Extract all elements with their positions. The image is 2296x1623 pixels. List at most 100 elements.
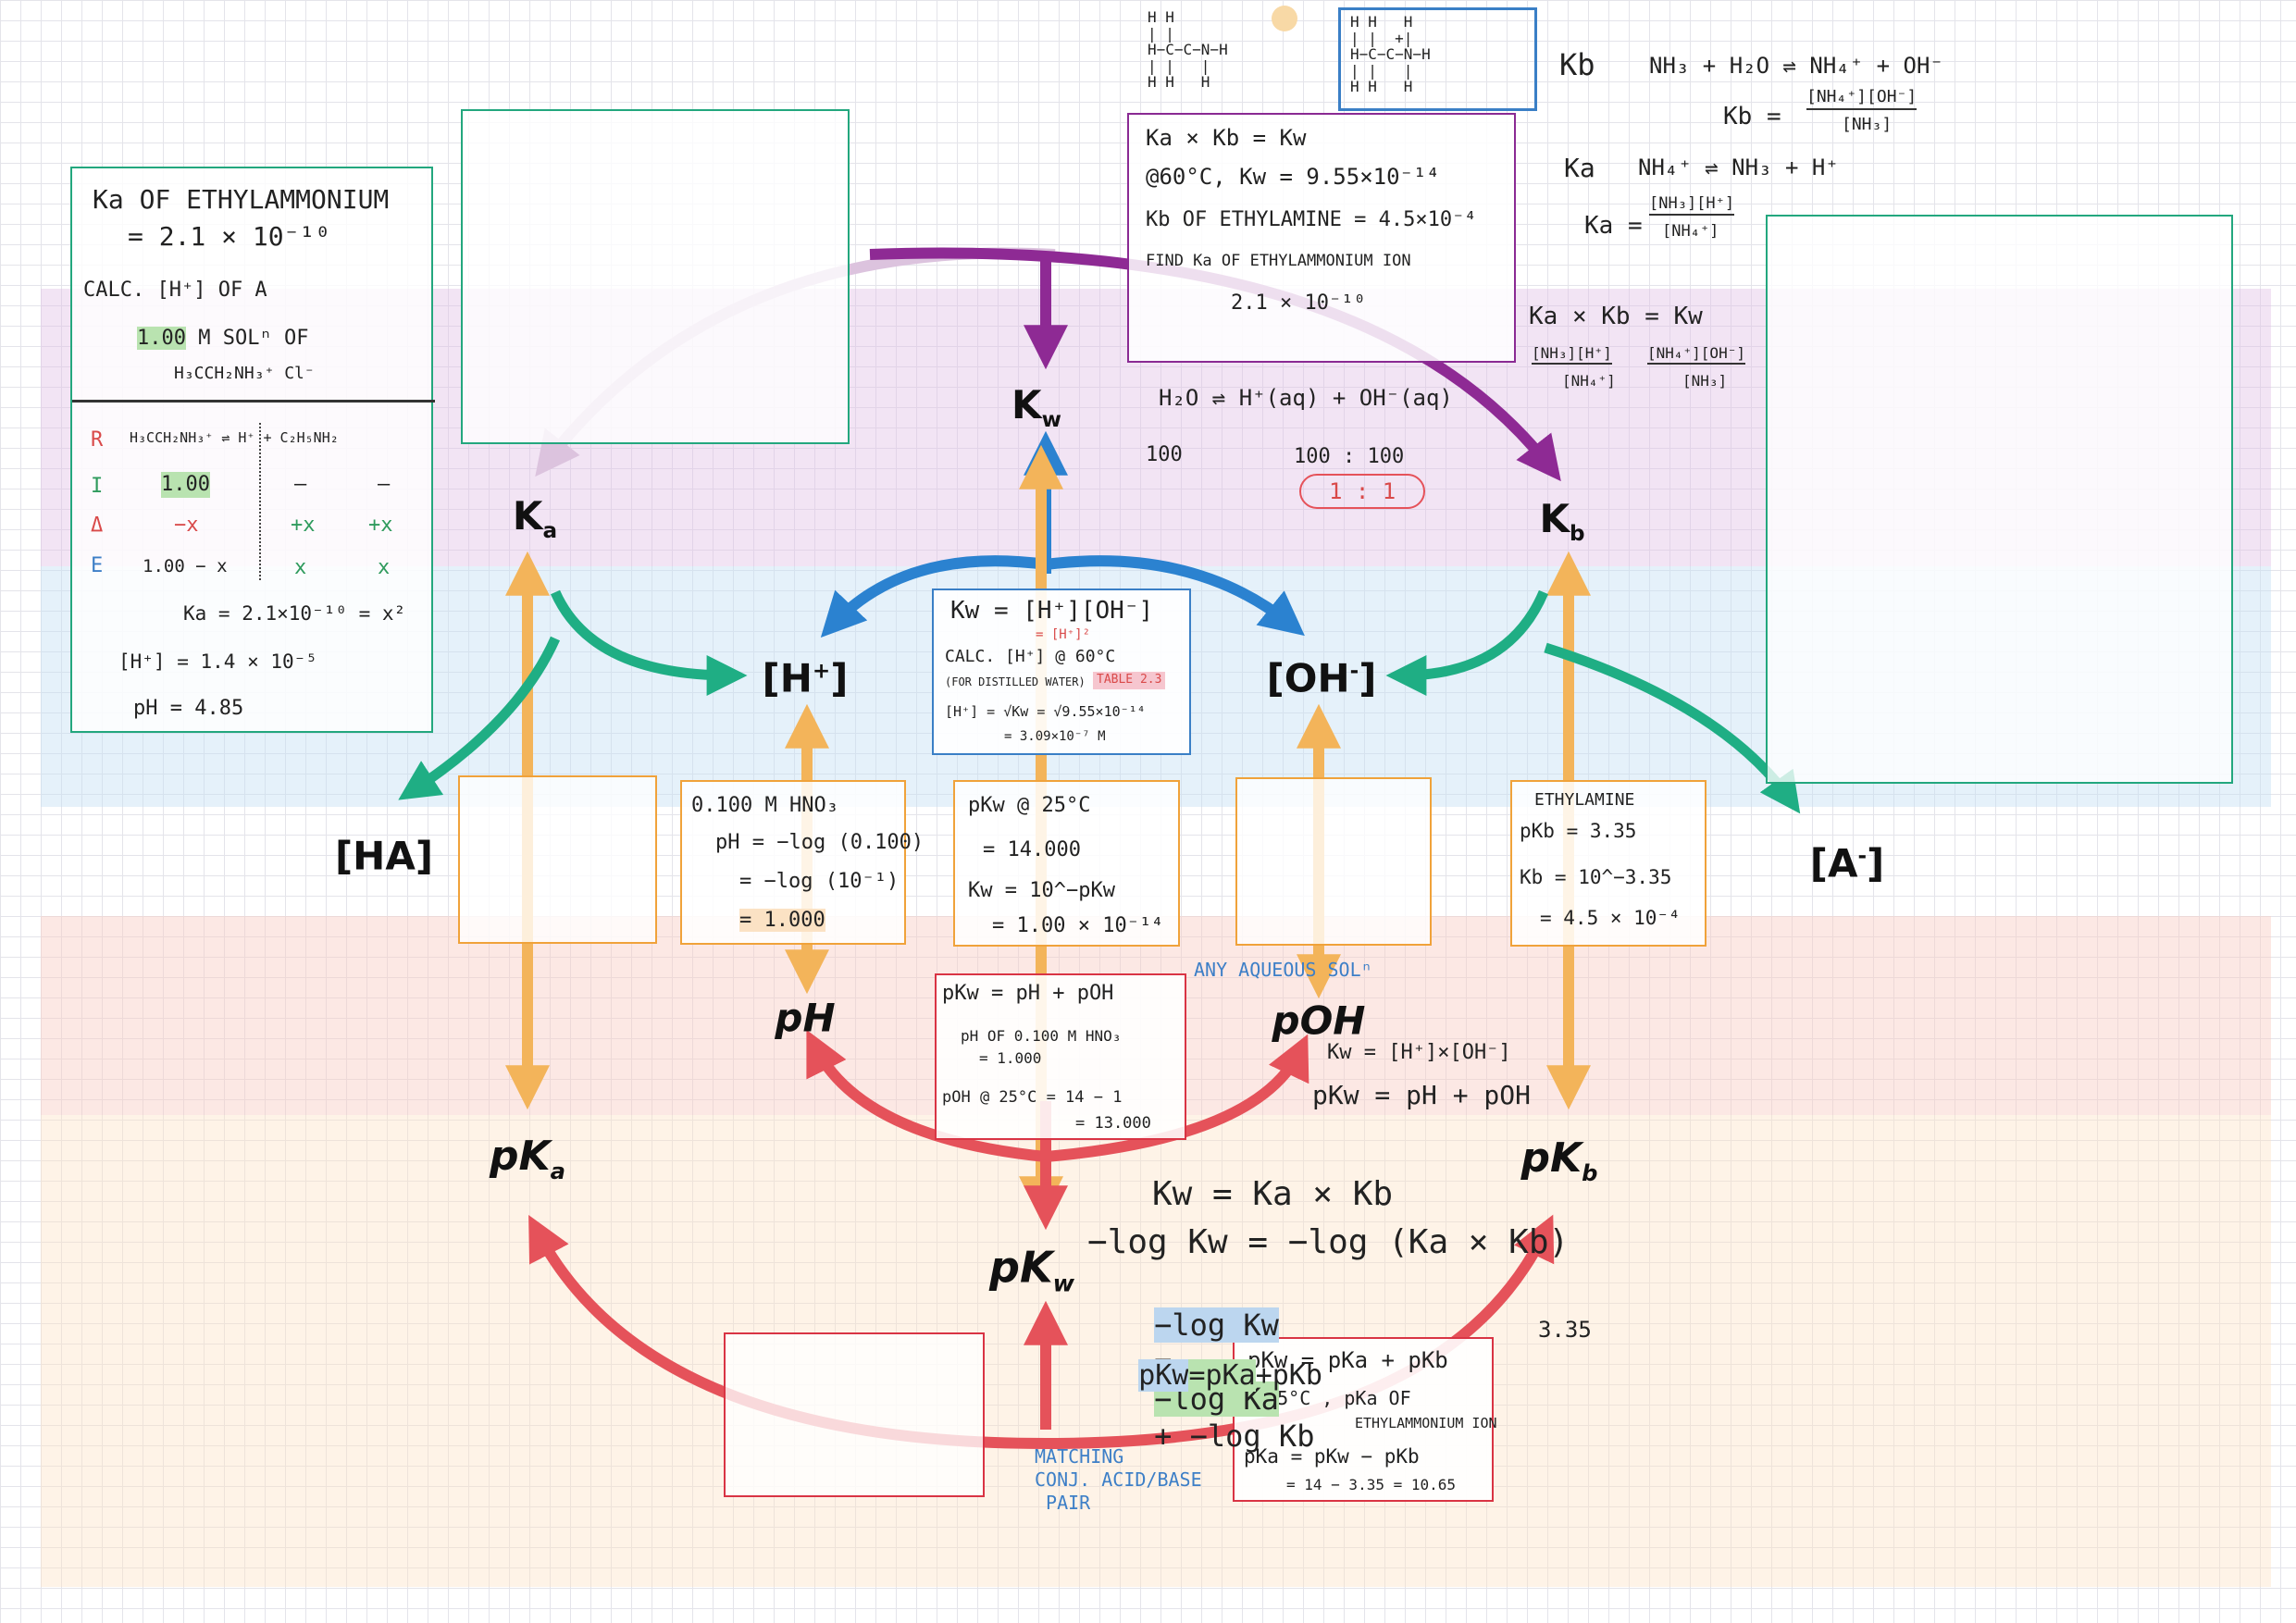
rice-e-v1: 1.00 − x [143,556,228,576]
rice-i-v2: — [294,473,307,496]
ph-poh-line2: pH OF 0.100 M HNO₃ [961,1027,1122,1045]
poh-pkw-line: pKw = pH + pOH [1312,1080,1532,1110]
kw-calc-tag: TABLE 2.3 [1093,672,1166,689]
kakb-prod-a-num: [NH₃][H⁺] [1532,344,1612,365]
pkb-aside-value: 3.35 [1538,1317,1592,1343]
rice-e: E [91,554,104,577]
node-poh: pOH [1272,997,1366,1044]
pkw-line2: = 14.000 [983,838,1081,861]
node-kb: Kb [1539,495,1585,547]
hno3-note: 0.100 M HNO₃ pH = −log (0.100) = −log (1… [680,780,924,945]
rice-d: Δ [91,514,104,537]
rice-col-divider [259,423,261,580]
empty-box-bottom [724,1332,985,1497]
kakb-prod-b-den: [NH₃] [1682,372,1728,390]
rice-divider [72,400,435,403]
kw-calc-line2: CALC. [H⁺] @ 60°C [945,647,1116,666]
ph-result: pH = 4.85 [133,697,244,720]
rice-d-v3: +x [368,514,393,537]
arrow-pkw-to-poh [1045,1034,1309,1162]
ka-eq-label: Ka [1564,153,1595,183]
ph-poh-line3: = 1.000 [979,1049,1042,1067]
rice-e-v3: x [378,556,391,579]
kw-calc-line4: [H⁺] = √Kw = √9.55×10⁻¹⁴ [945,703,1146,720]
water-ratio: 1 : 1 [1299,474,1426,509]
poh-kw-line: Kw = [H⁺]×[OH⁻] [1327,1041,1511,1064]
ph-poh-note: pKw = pH + pOH pH OF 0.100 M HNO₃ = 1.00… [935,973,1186,1140]
rice-i-v3: — [378,473,391,496]
kakb-prod-a-den: [NH₄⁺] [1562,372,1616,390]
arrow-kb-to-a [1544,642,1801,814]
ethylammonium-note: Ka OF ETHYLAMMONIUM = 2.1 × 10⁻¹⁰ CALC. … [70,167,435,733]
ka-equation: Ka = 2.1×10⁻¹⁰ = x² [183,602,406,625]
kakb-prod: Ka × Kb = Kw [1529,303,1703,330]
deriv-line2: −log Kw = −log (Ka × Kb) [1087,1223,1570,1261]
ka-expr-den: [NH₄⁺] [1662,222,1719,241]
deriv-neglog-kw: −log Kw [1154,1307,1279,1343]
ph-poh-line4: pOH @ 25°C = 14 − 1 [942,1088,1123,1107]
arrow-ka-to-ha [398,636,561,800]
node-ph: pH [775,995,836,1041]
kb-expr-den: [NH₃] [1842,115,1893,134]
deriv-line4: pKw=pKa+pKb [1138,1358,1322,1392]
rice-r-eq: H₃CCH₂NH₃⁺ ⇌ H⁺ + C₂H₅NH₂ [130,429,339,446]
kakb-prod-b-num: [NH₄⁺][OH⁻] [1647,344,1745,365]
node-kw: Kw [1011,381,1061,433]
arrow-kw-to-h [820,555,1047,638]
ethylammonium-structure: H H H | | +| H−C−C−N−H | | | H H H [1338,7,1537,111]
rice-r: R [91,428,104,452]
ka-expr-lhs: Ka = [1584,212,1643,240]
hno3-line4: = 1.000 [739,909,825,932]
empty-box-right [1766,215,2233,784]
kw-calc-line3: (FOR DISTILLED WATER) [945,675,1086,688]
kw-calc-line1: Kw = [H⁺][OH⁻] [950,597,1154,625]
hno3-line3: = −log (10⁻¹) [739,870,900,893]
pkw-note: pKw @ 25°C = 14.000 Kw = 10^−pKw = 1.00 … [953,780,1180,947]
kakb-line4: FIND Ka OF ETHYLAMMONIUM ION [1146,252,1411,270]
node-ka: Ka [512,492,558,544]
node-pka: pKa [490,1133,565,1184]
kakb-note: Ka × Kb = Kw @60°C, Kw = 9.55×10⁻¹⁴ Kb O… [1127,113,1516,363]
deriv-line1: Kw = Ka × Kb [1152,1175,1394,1213]
kb-eq-label: Kb [1559,47,1595,82]
ethylamine-line3: Kb = 10^−3.35 [1520,866,1672,888]
empty-box-ka-side [458,775,657,944]
any-aqueous-note: ANY AQUEOUS SOLⁿ [1194,959,1372,981]
rice-e-v2: x [294,556,307,579]
pkw-line1: pKw @ 25°C [968,794,1091,817]
pkw-line4: = 1.00 × 10⁻¹⁴ [992,914,1164,937]
arrow-kw-to-oh [1045,555,1305,637]
water-eq: H₂O ⇌ H⁺(aq) + OH⁻(aq) [1159,385,1453,411]
kakb-line3: Kb OF ETHYLAMINE = 4.5×10⁻⁴ [1146,208,1477,231]
kb-expr-num: [NH₄⁺][OH⁻] [1806,87,1917,110]
hno3-line2: pH = −log (0.100) [715,831,925,854]
kb-expr-lhs: Kb = [1723,103,1781,130]
conc-value: 1.00 [137,327,186,350]
empty-box-top-left [461,109,850,444]
rice-i: I [91,475,104,498]
deriv-pka: =pKa [1188,1358,1256,1392]
rice-d-v2: +x [291,514,316,537]
hno3-line1: 0.100 M HNO₃ [691,794,838,817]
ethylammonium-ka: = 2.1 × 10⁻¹⁰ [128,221,331,252]
pka-line3: ETHYLAMMONIUM ION [1355,1415,1497,1431]
node-pkb: pKb [1520,1134,1598,1186]
ka-expr-num: [NH₃][H⁺] [1649,194,1735,217]
ethylamine-structure: H H | | H−C−C−N−H | | | H H H [1148,8,1228,92]
node-a: [A-] [1809,840,1885,886]
ethylamine-line2: pKb = 3.35 [1520,820,1637,842]
node-pkw: pKw [989,1242,1074,1297]
node-oh: [OH-] [1266,655,1377,701]
arrow-ka-to-h [550,589,748,696]
pkw-line3: Kw = 10^−pKw [968,879,1115,902]
node-h: [H+] [762,655,849,701]
species-line: H₃CCH₂NH₃⁺ Cl⁻ [174,364,315,383]
conc-line: 1.00 M SOLⁿ OF [137,327,309,350]
water-left: 100 [1146,443,1183,466]
ethylamine-note: ETHYLAMINE pKb = 3.35 Kb = 10^−3.35 = 4.… [1510,780,1706,947]
pka-line5: = 14 − 3.35 = 10.65 [1286,1476,1457,1493]
rice-i-v1: 1.00 [161,472,210,499]
pka-line4: pKa = pKw − pKb [1244,1445,1420,1468]
kb-eq-rxn: NH₃ + H₂O ⇌ NH₄⁺ + OH⁻ [1649,53,1943,79]
kw-calc-line1b: = [H⁺]² [1036,627,1091,642]
